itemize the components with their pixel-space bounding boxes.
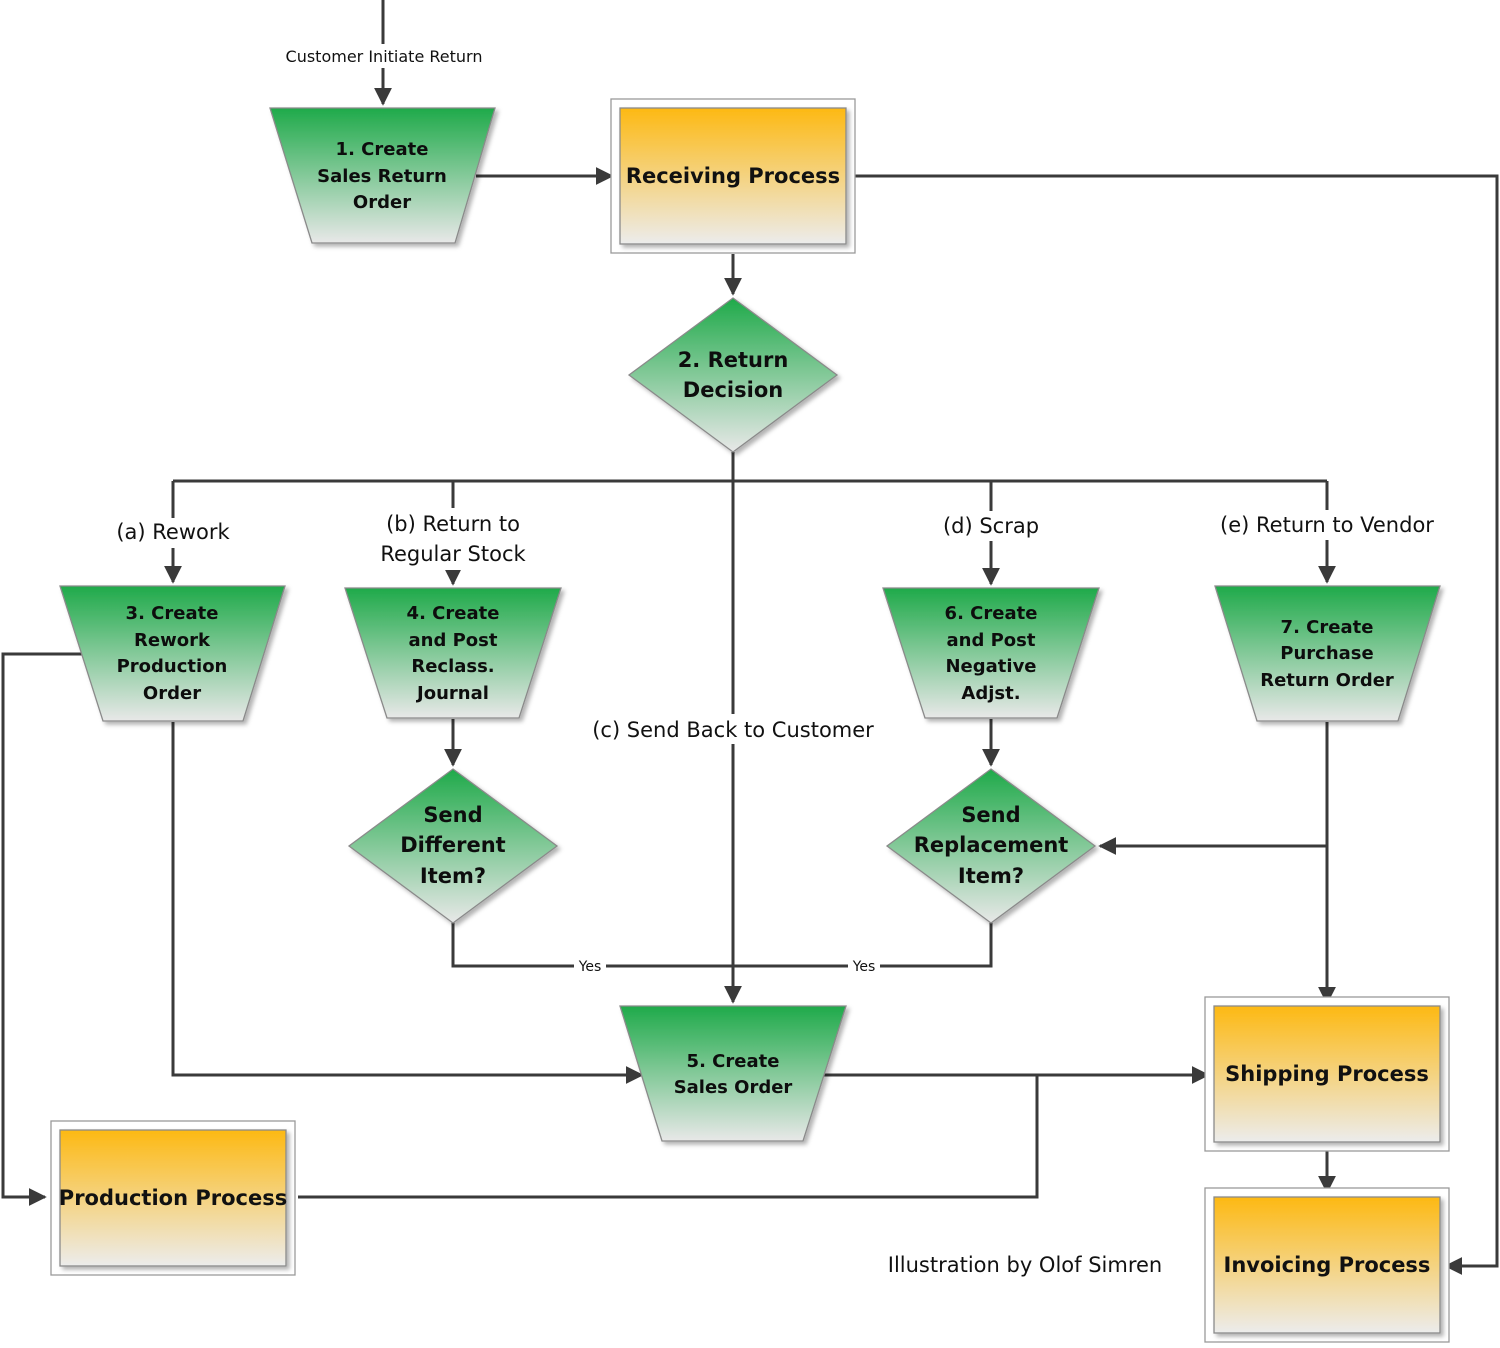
connector-receiving-to-invoicing [846,174,1499,1275]
node-send-replacement-item-line3: Item? [958,864,1024,888]
node-create-sales-order-line1: 5. Create [687,1051,780,1072]
label-yes-send-different: Yes [578,959,602,975]
node-create-sales-order[interactable]: 5. Create Sales Order [619,1005,847,1142]
label-yes-send-replacement: Yes [852,959,876,975]
connector-send-different-yes [451,922,733,968]
node-receiving-process-label: Receiving Process [626,164,840,188]
node-invoicing-process[interactable]: Invoicing Process [1204,1187,1450,1343]
node-create-sales-return-order-line3: Order [353,192,411,213]
node-create-purchase-return-order-line1: 7. Create [1281,617,1374,638]
node-send-different-item-line1: Send [423,803,482,827]
label-return-to-regular-stock-line1: (b) Return to [386,512,520,536]
label-send-back-to-customer: (c) Send Back to Customer [592,718,874,742]
node-create-purchase-return-order-line2: Purchase [1280,643,1373,664]
node-create-post-reclass-journal-line3: Reclass. [411,656,494,677]
node-send-replacement-item-line1: Send [961,803,1020,827]
node-send-replacement-item-line2: Replacement [914,833,1069,857]
node-send-different-item-line2: Different [400,833,505,857]
node-send-different-item[interactable]: Send Different Item? [347,768,559,924]
label-return-to-regular-stock-line2: Regular Stock [380,542,526,566]
node-send-different-item-line3: Item? [420,864,486,888]
connector-rework-to-sales-order [171,722,644,1084]
node-create-rework-production-order-line4: Order [143,683,201,704]
label-rework: (a) Rework [116,520,230,544]
node-create-purchase-return-order[interactable]: 7. Create Purchase Return Order [1214,585,1441,722]
connector-rework-to-production [1,652,82,1206]
node-production-process-label: Production Process [59,1186,287,1210]
edge-labels: Customer Initiate Return (a) Rework (b) … [112,44,1438,975]
node-create-rework-production-order[interactable]: 3. Create Rework Production Order [59,585,286,722]
node-create-post-reclass-journal-line2: and Post [409,630,498,651]
node-create-rework-production-order-line2: Rework [134,630,211,651]
node-create-post-negative-adjst-line2: and Post [947,630,1036,651]
node-create-rework-production-order-line1: 3. Create [126,603,219,624]
node-return-decision-line1: 2. Return [678,348,789,372]
node-return-decision[interactable]: 2. Return Decision [627,297,839,453]
label-scrap: (d) Scrap [943,514,1039,538]
node-create-post-reclass-journal[interactable]: 4. Create and Post Reclass. Journal [344,587,562,719]
node-shipping-process-label: Shipping Process [1225,1062,1429,1086]
connectors [1,0,1499,1275]
label-customer-initiate-return: Customer Initiate Return [286,47,483,66]
connector-send-replacement-yes [733,922,993,968]
node-create-post-negative-adjst-line1: 6. Create [945,603,1038,624]
node-create-sales-return-order[interactable]: 1. Create Sales Return Order [269,107,496,244]
node-create-sales-return-order-line2: Sales Return [317,166,447,187]
node-create-post-negative-adjst[interactable]: 6. Create and Post Negative Adjst. [882,587,1100,719]
label-return-to-vendor: (e) Return to Vendor [1220,513,1434,537]
node-create-post-reclass-journal-line4: Journal [415,683,489,704]
node-production-process[interactable]: Production Process [50,1120,296,1276]
connector-production-to-shipping [298,1075,1039,1199]
illustration-credit: Illustration by Olof Simren [888,1253,1163,1277]
node-shipping-process[interactable]: Shipping Process [1204,996,1450,1152]
node-create-rework-production-order-line3: Production [117,656,228,677]
node-return-decision-line2: Decision [683,378,783,402]
node-create-sales-return-order-line1: 1. Create [336,139,429,160]
node-create-post-negative-adjst-line4: Adjst. [961,683,1020,704]
node-create-purchase-return-order-line3: Return Order [1260,670,1394,691]
node-create-sales-order-line2: Sales Order [674,1077,793,1098]
node-send-replacement-item[interactable]: Send Replacement Item? [885,768,1097,924]
node-create-post-negative-adjst-line3: Negative [945,656,1036,677]
node-create-post-reclass-journal-line1: 4. Create [407,603,500,624]
node-receiving-process[interactable]: Receiving Process [610,98,856,254]
node-invoicing-process-label: Invoicing Process [1224,1253,1431,1277]
